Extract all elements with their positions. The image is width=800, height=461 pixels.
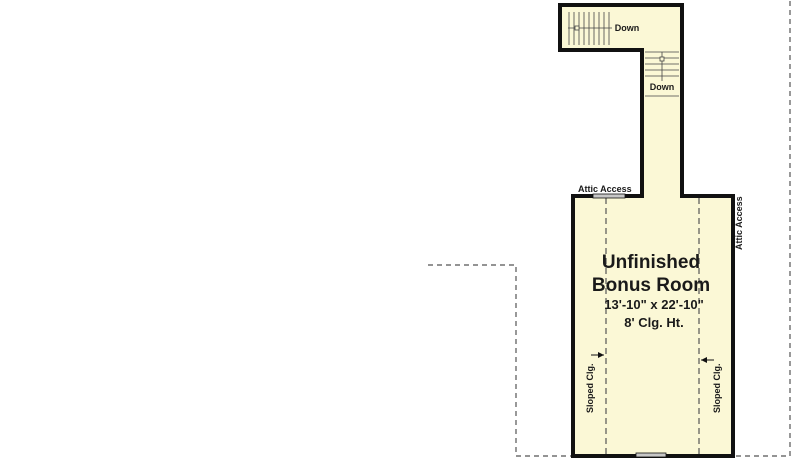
attic-access-label-top: Attic Access [578,184,632,194]
stair-arrow-icon [659,56,665,62]
floor-vent [635,452,667,458]
room-name-line1: Unfinished [602,252,700,273]
sloped-arrow-right-icon [701,357,714,363]
sloped-arrow-left-icon [591,352,604,358]
bonus-room-floor [558,3,735,458]
upper-stair-label: Down [615,23,640,33]
room-name-line2: Bonus Room [592,275,710,296]
lower-stair-label-bg [647,81,677,93]
room-dimensions: 13'-10" x 22'-10" [604,297,703,312]
upper-stair-label-bg [612,22,642,34]
room-ceiling-height: 8' Clg. Ht. [624,315,683,330]
sloped-ceiling-label-left: Sloped Clg. [585,364,595,414]
stair-arrow-icon [574,25,580,31]
attic-access-hatch-top [592,193,626,199]
sloped-ceiling-label-right: Sloped Clg. [712,364,722,414]
attic-access-label-side: Attic Access [734,196,744,250]
lower-stair-label: Down [650,82,675,92]
main-floor-outline [428,0,791,457]
